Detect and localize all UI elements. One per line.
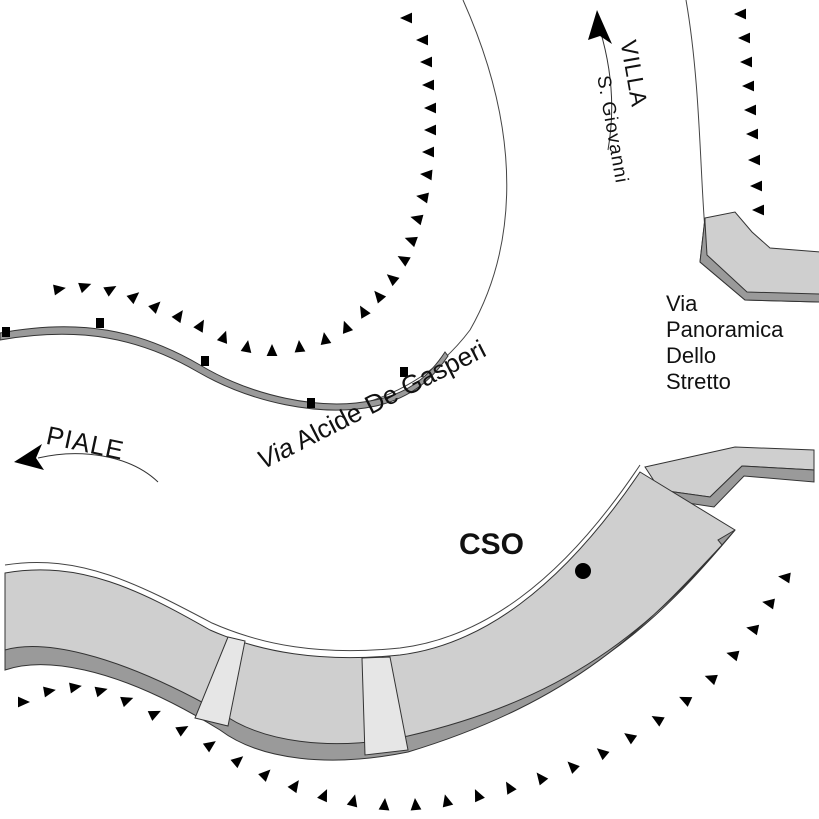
slope-hatch-triangle-icon: [726, 650, 740, 662]
slope-hatch-triangle-icon: [103, 286, 117, 297]
slope-hatch-triangle-icon: [120, 696, 134, 708]
slope-hatch-triangle-icon: [216, 330, 228, 344]
slope-hatch-triangle-icon: [266, 344, 278, 356]
road-edge-left-upper: [349, 0, 508, 408]
slope-hatch-triangle-icon: [287, 780, 299, 794]
panoramica-line-2: Panoramica: [666, 317, 784, 342]
slope-hatch-triangle-icon: [258, 769, 271, 782]
slope-hatch-triangle-icon: [342, 320, 354, 334]
wall-posts: [2, 318, 408, 408]
slope-hatch-triangle-icon: [596, 748, 610, 761]
panoramica-line-1: Via: [666, 291, 698, 316]
slope-hatch-triangle-icon: [424, 124, 436, 136]
slope-hatch-triangle-icon: [704, 674, 718, 686]
slope-hatch-triangle-icon: [748, 154, 760, 166]
via-panoramica-label: Via Panoramica Dello Stretto: [666, 291, 783, 395]
slope-hatch-triangle-icon: [43, 686, 56, 698]
slope-hatch-triangle-icon: [778, 572, 791, 584]
slope-hatch-triangle-icon: [317, 789, 328, 803]
slope-hatch-triangle-icon: [400, 12, 412, 24]
slope-hatch-triangle-icon: [175, 726, 189, 737]
slope-hatch-triangle-icon: [420, 56, 432, 68]
slope-hatch-triangle-icon: [506, 781, 517, 795]
slope-hatch-triangle-icon: [442, 794, 454, 808]
slope-hatch-triangle-icon: [126, 292, 140, 305]
slope-hatch-triangle-icon: [422, 79, 434, 91]
slope-hatch-triangle-icon: [746, 624, 760, 636]
slope-hatch-triangle-icon: [240, 340, 252, 353]
slope-hatch-triangle-icon: [416, 192, 429, 204]
slope-hatch-triangle-icon: [752, 204, 764, 216]
slope-hatch-triangle-icon: [94, 686, 108, 698]
slope-hatch-triangle-icon: [536, 772, 549, 786]
slope-hatch-triangle-icon: [474, 789, 485, 803]
slope-hatch-triangle-icon: [294, 340, 306, 353]
cso-location-dot: [575, 563, 591, 579]
slope-hatch-triangle-icon: [193, 319, 204, 333]
wall-strip-gasperi: [0, 326, 449, 411]
cso-label: CSO: [459, 528, 525, 561]
slope-hatch-triangle-icon: [744, 104, 756, 116]
panoramica-line-3: Dello: [666, 343, 717, 368]
slope-hatch-triangle-icon: [750, 180, 762, 192]
slope-hatch-triangle-icon: [410, 798, 422, 811]
villa-arrow-line: [599, 29, 613, 151]
slope-hatch-triangle-icon: [740, 56, 752, 68]
slope-hatch-triangle-icon: [422, 146, 434, 158]
slope-hatch-triangle-icon: [734, 8, 746, 20]
panoramica-line-4: Stretto: [666, 369, 731, 394]
slope-hatch-triangle-icon: [420, 169, 433, 181]
slope-hatch-triangle-icon: [147, 710, 161, 721]
slope-hatch-triangle-icon: [679, 696, 693, 707]
slope-hatch-triangle-icon: [738, 32, 750, 44]
slope-hatch-triangle-icon: [404, 236, 418, 248]
building-top-right: [699, 211, 819, 303]
slope-hatch-triangle-icon: [624, 733, 638, 745]
piale-arrow-head-icon: [14, 444, 44, 470]
slope-hatch-triangle-icon: [230, 756, 244, 769]
road-edge-right: [685, 0, 706, 231]
piale-arrow-arc: [37, 453, 159, 483]
slope-hatch-triangle-icon: [18, 696, 30, 708]
slope-hatch-triangle-icon: [651, 716, 665, 727]
slope-hatch-triangle-icon: [69, 682, 82, 694]
slope-hatch-triangle-icon: [746, 128, 758, 140]
main-road-cso: [4, 464, 736, 761]
slope-hatch-group: [18, 8, 791, 811]
slope-hatch-triangle-icon: [360, 305, 371, 319]
slope-hatch-triangle-icon: [567, 761, 580, 774]
slope-hatch-triangle-icon: [416, 34, 428, 46]
slope-hatch-triangle-icon: [424, 102, 436, 114]
slope-hatch-triangle-icon: [346, 794, 358, 808]
slope-hatch-triangle-icon: [374, 290, 387, 304]
slope-hatch-triangle-icon: [53, 284, 66, 296]
slope-hatch-triangle-icon: [78, 282, 92, 294]
slope-hatch-triangle-icon: [742, 80, 754, 92]
slope-hatch-triangle-icon: [378, 798, 390, 811]
slope-hatch-triangle-icon: [202, 741, 216, 753]
slope-hatch-triangle-icon: [148, 301, 161, 314]
slope-hatch-triangle-icon: [320, 332, 332, 345]
villa-arrow-head-icon: [588, 10, 612, 44]
slope-hatch-triangle-icon: [410, 214, 424, 226]
slope-hatch-triangle-icon: [762, 598, 775, 610]
slope-hatch-triangle-icon: [386, 274, 400, 287]
slope-hatch-triangle-icon: [397, 256, 411, 267]
slope-hatch-triangle-icon: [171, 310, 183, 324]
